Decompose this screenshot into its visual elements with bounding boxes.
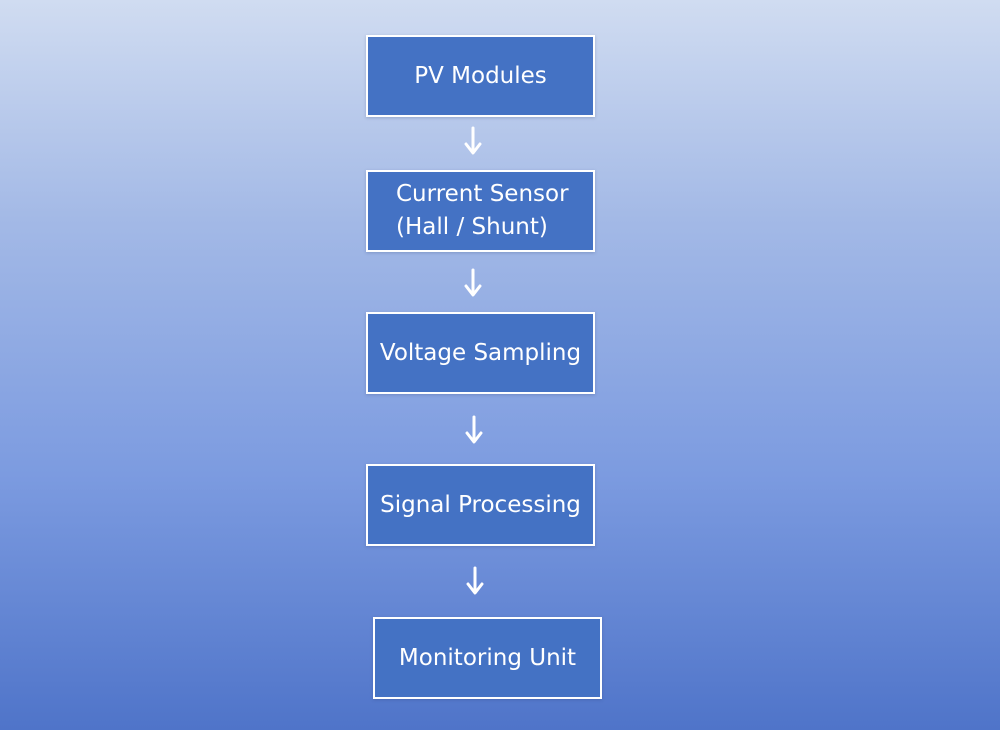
step-signal-processing: Signal Processing — [366, 464, 595, 546]
step-label: Voltage Sampling — [379, 339, 582, 366]
arrow-down-icon — [464, 268, 482, 297]
step-monitoring-unit: Monitoring Unit — [373, 617, 602, 699]
step-label: Monitoring Unit — [398, 644, 577, 671]
step-label: PV Modules — [414, 62, 547, 89]
step-current-sensor: Current Sensor (Hall / Shunt) — [366, 170, 595, 252]
arrow-down-icon — [464, 126, 482, 155]
arrow-down-icon — [466, 566, 484, 595]
step-label: Current Sensor (Hall / Shunt) — [396, 180, 569, 240]
step-label: Signal Processing — [380, 491, 581, 518]
step-voltage-sampling: Voltage Sampling — [366, 312, 595, 394]
arrow-down-icon — [465, 415, 483, 444]
step-pv-modules: PV Modules — [366, 35, 595, 117]
